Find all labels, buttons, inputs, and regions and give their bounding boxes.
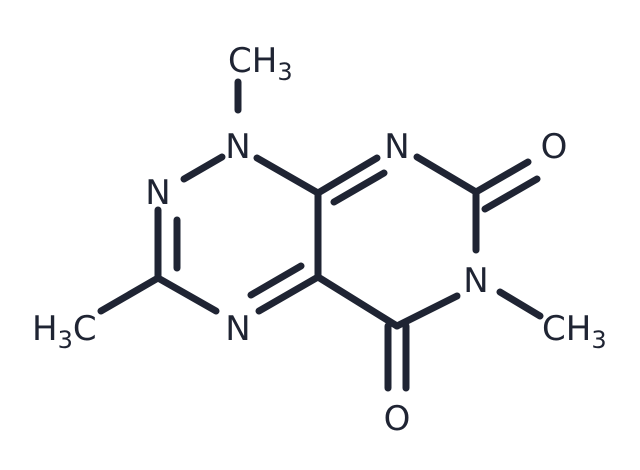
bond-n1-c8a	[253, 154, 322, 197]
atom-n8: N	[384, 127, 409, 167]
atom-methyl-n6: CH3	[542, 309, 607, 354]
bond-n6-c5	[393, 292, 461, 330]
bond-n4-c4a-double	[247, 262, 305, 299]
bond-n1-n2	[180, 153, 226, 183]
atom-o5: O	[384, 399, 411, 439]
bond-c8a-n8	[314, 154, 381, 197]
bonds	[97, 78, 544, 392]
atom-n1: N	[225, 127, 250, 167]
atom-o7: O	[541, 127, 568, 167]
bond-c5-c4a	[314, 273, 401, 330]
bond-c8a-n8-double	[330, 169, 388, 206]
bond-c7-o7-double	[481, 175, 541, 213]
atom-methyl-c3: H3C	[32, 309, 97, 354]
bond-c7-o7	[472, 158, 532, 196]
bond-n6-methyl	[496, 288, 544, 320]
atom-labels: CH3 N N N N N O O CH3 H3C	[32, 41, 607, 439]
atom-n6: N	[463, 261, 488, 301]
atom-methyl-n1: CH3	[228, 41, 293, 86]
bond-n4-c4a	[255, 273, 322, 315]
bond-c3-methyl	[97, 274, 162, 315]
bond-c3-n4	[154, 274, 220, 315]
atom-n4: N	[225, 309, 250, 349]
atom-n2: N	[145, 173, 170, 213]
bond-n8-c7	[413, 153, 480, 196]
